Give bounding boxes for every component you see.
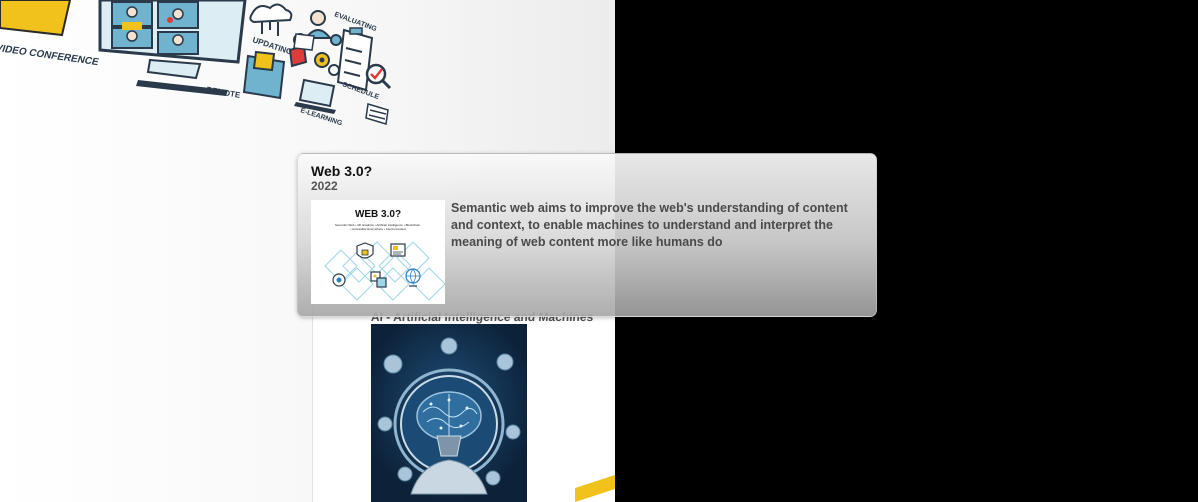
remote-label: REMOTE (206, 85, 242, 100)
blockchain-icon (370, 271, 387, 288)
document-icon (390, 243, 406, 257)
overlay-description: Semantic web aims to improve the web's u… (451, 201, 848, 249)
thumbnail-subtitle: Semantic Web • 3D Graphics • Artificial … (335, 223, 421, 231)
shield-lock-icon (356, 242, 374, 259)
gear-icon (332, 273, 346, 287)
overlay-year: 2022 (311, 179, 338, 193)
globe-icon (405, 268, 421, 287)
gallery-card-ai[interactable]: AI - Artificial Intelligence and Machine… (312, 292, 615, 502)
web3-thumbnail-graphic: WEB 3.0? Semantic Web • 3D Graphics • Ar… (311, 200, 445, 304)
video-conference-label: VIDEO CONFERENCE (0, 43, 100, 68)
web3-thumbnail: WEB 3.0? Semantic Web • 3D Graphics • Ar… (311, 200, 445, 304)
video-conference-monitor-icon (98, 0, 247, 96)
cloud-update-icon (249, 3, 293, 36)
books-icon (365, 103, 389, 125)
e-learning-illustration: VIDEO CONFERENCE UPDATING EVALUATING (0, 0, 392, 125)
gear-icon (314, 52, 340, 76)
thumbnail-heading: WEB 3.0? (355, 209, 401, 220)
overlay-title: Web 3.0? (311, 163, 373, 179)
ai-brain-image (371, 324, 527, 502)
checklist-icon (336, 27, 392, 92)
laptop-icon (294, 78, 336, 114)
info-overlay-card[interactable]: Web 3.0? 2022 WEB 3.0? Semantic Web • 3D… (297, 153, 877, 317)
puzzle-icon (242, 33, 315, 100)
